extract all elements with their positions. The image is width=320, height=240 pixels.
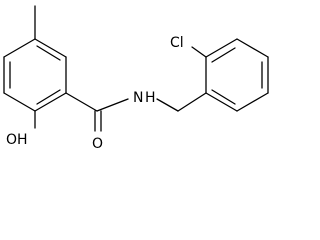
bond-c4-c5 [3,92,36,112]
double-bond-inner-c3-c4 [36,89,61,105]
carbonyl-oxygen-label: O [92,136,103,152]
hydroxyl-label: OH [6,132,28,148]
chlorine-label: Cl [170,35,184,51]
right-benzene-ring [205,38,269,112]
nitrogen-to-methylene-bond [156,98,179,112]
bond-r5-r6 [236,92,269,112]
bond-c3-c4 [34,92,67,112]
amide-hydrogen-label: H [145,90,156,106]
double-bond-inner-c1-c2 [36,45,61,61]
bond-r6-r1 [205,92,238,112]
carbonyl-to-nitrogen-bond [96,98,129,112]
double-bond-inner-r2-r3 [211,47,236,63]
double-bond-inner-r6-r1 [211,89,236,105]
methylene-to-ring-bond [177,92,207,112]
bond-c1-c2 [34,38,67,58]
ring-to-carbonyl-bond [65,92,98,112]
left-benzene-ring [3,38,67,112]
bond-r3-r4 [236,38,269,58]
bond-r2-r3 [205,38,238,58]
bond-c6-c1 [3,38,36,58]
amide-nitrogen-label: N [133,90,143,106]
chlorine-bond [191,46,207,58]
molecule-structure-diagram: OH O N H Cl [3,5,269,152]
